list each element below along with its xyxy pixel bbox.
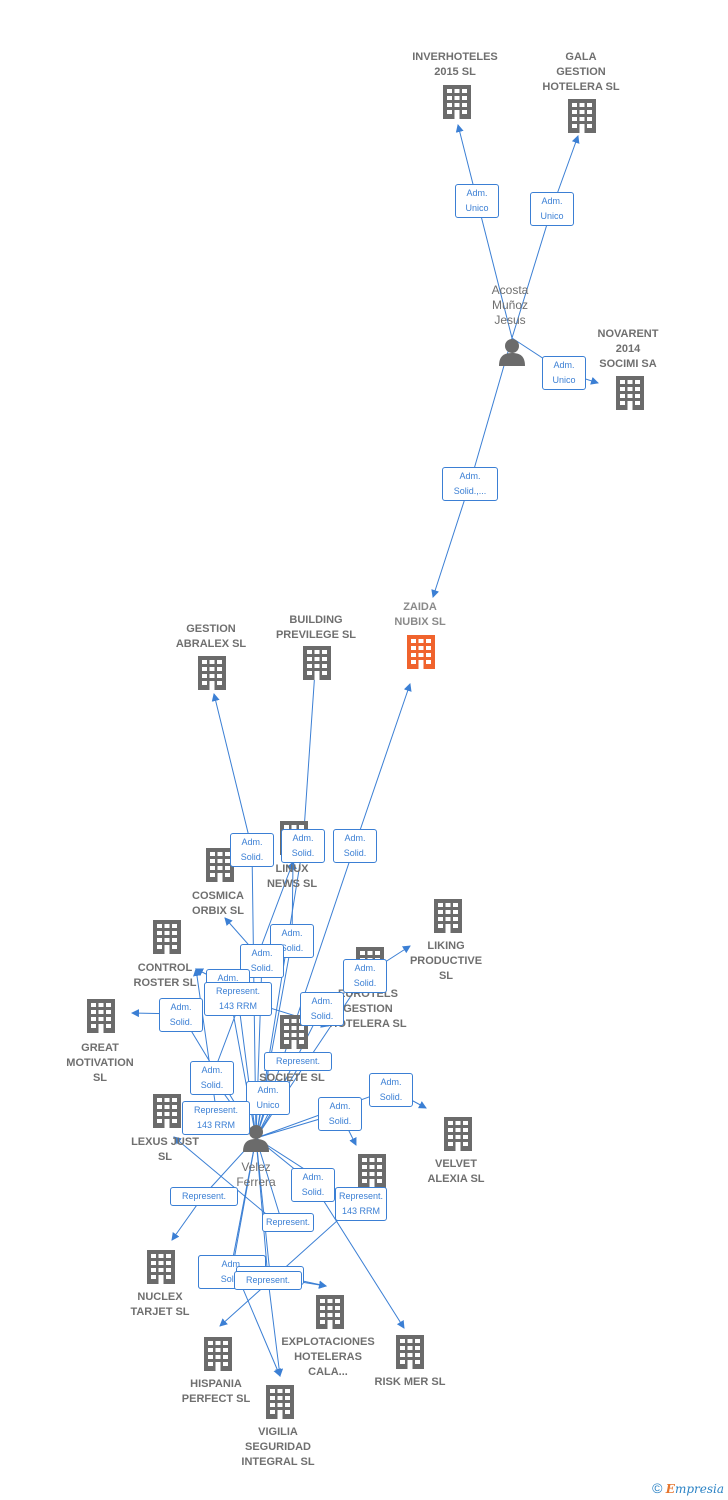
company-building-icon[interactable] [316, 1295, 344, 1329]
company-building-icon[interactable] [616, 376, 644, 410]
relation-badge[interactable]: Adm. Solid. [230, 832, 274, 867]
company-building-icon[interactable] [87, 999, 115, 1033]
company-label-abralex[interactable]: GESTION ABRALEX SL [175, 623, 247, 650]
relation-badge[interactable]: Adm. Solid. [343, 958, 387, 993]
company-building-icon[interactable] [358, 1154, 386, 1188]
company-label-building[interactable]: BUILDING PREVILEGE SL [275, 614, 357, 641]
relation-badge[interactable]: Represent. [264, 1051, 332, 1071]
relation-badge[interactable]: Adm. Solid. [333, 828, 377, 863]
company-label-explotaciones[interactable]: EXPLOTACIONES HOTELERAS CALA... [281, 1336, 375, 1378]
company-label-cosmica[interactable]: COSMICA ORBIX SL [192, 890, 244, 917]
relation-badge[interactable]: Adm. Solid. [281, 828, 325, 863]
company-building-icon[interactable] [568, 99, 596, 133]
company-label-inverhoteles[interactable]: INVERHOTELES 2015 SL [412, 51, 498, 78]
relation-badge[interactable]: Adm. Unico [246, 1080, 290, 1115]
relation-badge[interactable]: Adm. Unico [542, 355, 586, 390]
relation-badge[interactable]: Represent. [170, 1186, 238, 1206]
relation-badge[interactable]: Represent. 143 RRM [335, 1186, 388, 1221]
copyright-symbol: © [652, 1480, 663, 1496]
relation-badge[interactable]: Adm. Solid. [318, 1096, 362, 1131]
company-building-icon[interactable] [303, 646, 331, 680]
company-label-lexus[interactable]: LEXUS JUST SL [131, 1136, 199, 1163]
brand-initial: E [665, 1482, 675, 1496]
relation-badge[interactable]: Adm. Solid.,... [442, 466, 498, 501]
company-building-icon[interactable] [443, 85, 471, 119]
company-label-novarent[interactable]: NOVARENT 2014 SOCIMI SA [597, 328, 659, 370]
company-building-icon[interactable] [434, 899, 462, 933]
person-label-acosta[interactable]: Acosta Muñoz Jesus [491, 283, 529, 327]
company-building-icon[interactable] [204, 1337, 232, 1371]
relation-badge[interactable]: Adm. Solid. [291, 1167, 335, 1202]
company-label-nuclex[interactable]: NUCLEX TARJET SL [130, 1291, 190, 1318]
relation-badge[interactable]: Adm. Unico [455, 183, 499, 218]
company-building-icon[interactable] [153, 920, 181, 954]
company-building-icon[interactable] [198, 656, 226, 690]
company-building-icon[interactable] [153, 1094, 181, 1128]
relation-badge[interactable]: Adm. Unico [530, 191, 574, 226]
company-label-riskmer[interactable]: RISK MER SL [374, 1376, 446, 1388]
relation-badge[interactable]: Represent. [234, 1270, 302, 1290]
relation-badge[interactable]: Represent. [262, 1212, 315, 1232]
company-label-liking[interactable]: LIKING PRODUCTIVE SL [409, 940, 483, 982]
relation-badge[interactable]: Adm. Solid. [159, 997, 203, 1032]
company-building-icon[interactable] [266, 1385, 294, 1419]
person-label-velez[interactable]: Velez Ferrera [236, 1160, 276, 1189]
brand-name: mpresia [674, 1482, 724, 1496]
relation-badge[interactable]: Adm. Solid. [369, 1072, 413, 1107]
company-label-velvet[interactable]: VELVET ALEXIA SL [427, 1158, 485, 1185]
company-label-gala[interactable]: GALA GESTION HOTELERA SL [542, 51, 620, 93]
company-label-control[interactable]: CONTROL ROSTER SL [133, 962, 197, 989]
relation-badge[interactable]: Represent. 143 RRM [204, 981, 272, 1016]
relation-badge[interactable]: Represent. 143 RRM [182, 1100, 250, 1135]
company-label-great[interactable]: GREAT MOTIVATION SL [66, 1042, 134, 1084]
company-label-hispania[interactable]: HISPANIA PERFECT SL [181, 1378, 251, 1405]
relation-badge[interactable]: Adm. Solid. [300, 991, 344, 1026]
company-building-icon[interactable] [396, 1335, 424, 1369]
empresia-brand[interactable]: © Empresia [652, 1480, 724, 1496]
company-building-icon[interactable] [147, 1250, 175, 1284]
person-icon[interactable] [499, 339, 525, 366]
company-building-icon[interactable] [444, 1117, 472, 1151]
company-label-linux[interactable]: LINUX NEWS SL [266, 863, 318, 890]
relation-badge[interactable]: Adm. Solid. [190, 1060, 234, 1095]
focus-company-icon[interactable] [407, 635, 435, 669]
company-label-vigilia[interactable]: VIGILIA SEGURIDAD INTEGRAL SL [241, 1426, 315, 1468]
company-label-zaida[interactable]: ZAIDA NUBIX SL [394, 601, 446, 628]
